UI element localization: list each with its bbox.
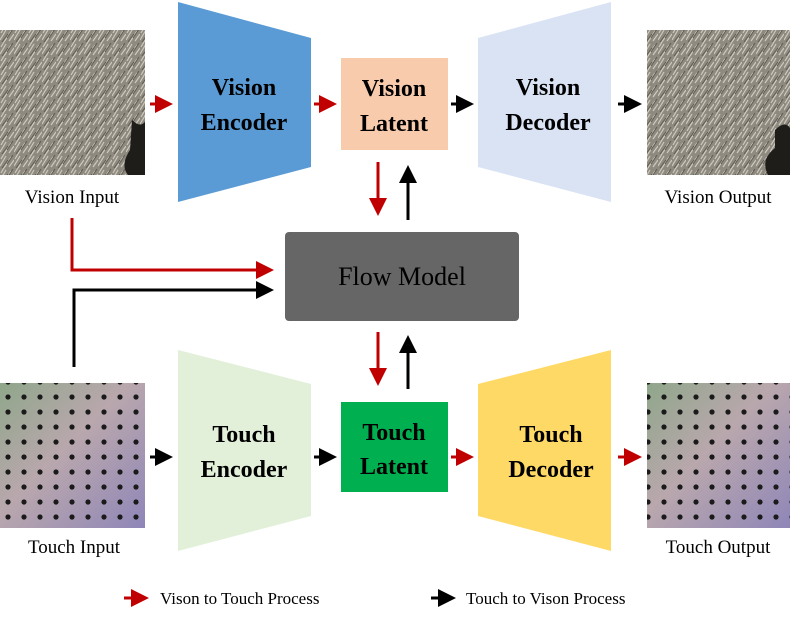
legend-black-label: Touch to Vison Process [466,589,625,608]
touch-latent-line1: Touch [362,420,425,446]
touch-input-label: Touch Input [28,537,121,558]
vision-input-label: Vision Input [25,187,120,208]
touch-decoder-line1: Touch [519,422,582,448]
flow-model-block [285,232,519,321]
touch-encoder-line1: Touch [212,422,275,448]
vision-encoder-line2: Encoder [201,110,288,136]
touch-output-image [647,383,790,528]
vision-decoder-block [478,2,611,202]
arrow-vision-input-to-flow [70,218,274,279]
vision-decoder-line1: Vision [516,75,580,101]
touch-decoder-block [478,350,611,551]
vision-encoder-line1: Vision [212,75,276,101]
vision-output-image [647,30,790,175]
vision-input-image [0,30,145,175]
touch-latent-line2: Latent [360,454,428,480]
touch-decoder-line2: Decoder [508,457,594,483]
legend-red-label: Vison to Touch Process [160,589,319,608]
arrow-touch-input-to-flow [72,281,274,367]
touch-output-label: Touch Output [666,537,771,558]
touch-encoder-block [178,350,311,551]
touch-latent-block [341,402,448,492]
touch-input-image [0,383,145,528]
flow-model-label: Flow Model [338,262,466,291]
vision-decoder-line2: Decoder [505,110,591,136]
vision-latent-line2: Latent [360,111,428,137]
touch-encoder-line2: Encoder [201,457,288,483]
vision-output-label: Vision Output [664,187,772,208]
vision-encoder-block [178,2,311,202]
vision-latent-line1: Vision [362,76,426,102]
vision-latent-block [341,58,448,150]
